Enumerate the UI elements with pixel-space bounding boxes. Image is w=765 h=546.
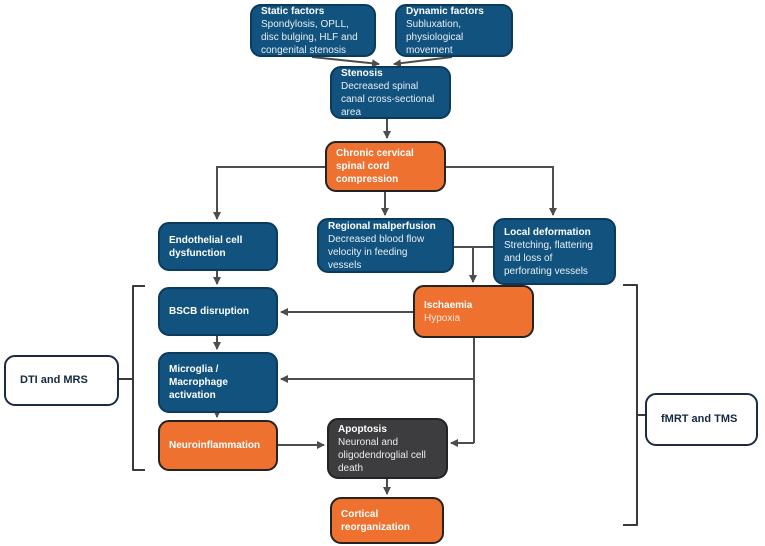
- node-title: Static factors: [261, 5, 325, 17]
- node-local-deformation: Local deformation Stretching, flattering…: [493, 218, 616, 285]
- node-title: Neuroinflammation: [169, 440, 261, 451]
- node-chronic-compression: Chronic cervical spinal cord compression: [325, 141, 446, 192]
- node-body: Subluxation, physiological movement: [406, 18, 464, 56]
- node-dti-mrs: DTI and MRS: [4, 355, 119, 406]
- node-title: Microglia / Macrophage activation: [169, 364, 228, 401]
- node-body: Decreased blood flow velocity in feeding…: [328, 233, 425, 271]
- node-fmrt-tms: fMRT and TMS: [645, 393, 758, 446]
- node-dynamic-factors: Dynamic factors Subluxation, physiologic…: [395, 4, 513, 57]
- node-static-factors: Static factors Spondylosis, OPLL, disc b…: [250, 4, 376, 57]
- node-title: Ischaemia: [424, 299, 473, 311]
- node-title: Dynamic factors: [406, 5, 484, 17]
- node-cortical-reorganization: Cortical reorganization: [330, 497, 444, 544]
- node-endothelial-dysfunction: Endothelial cell dysfunction: [158, 222, 278, 271]
- node-title: Cortical reorganization: [341, 508, 410, 533]
- node-ischaemia: Ischaemia Hypoxia: [413, 285, 534, 338]
- node-title: Regional malperfusion: [328, 220, 436, 232]
- node-body: Decreased spinal canal cross-sectional a…: [341, 80, 435, 118]
- node-regional-malperfusion: Regional malperfusion Decreased blood fl…: [317, 218, 454, 273]
- node-title: Stenosis: [341, 67, 383, 79]
- node-title: Chronic cervical spinal cord compression: [336, 148, 414, 185]
- node-body: Neuronal and oligodendroglial cell death: [338, 436, 426, 474]
- node-body: Spondylosis, OPLL, disc bulging, HLF and…: [261, 18, 358, 56]
- node-body: Hypoxia: [424, 312, 461, 324]
- node-neuroinflammation: Neuroinflammation: [158, 420, 278, 471]
- node-bscb-disruption: BSCB disruption: [158, 287, 278, 336]
- node-title: BSCB disruption: [169, 306, 249, 317]
- node-body: Stretching, flattering and loss of perfo…: [504, 239, 593, 277]
- node-title: Endothelial cell dysfunction: [169, 234, 243, 259]
- node-title: Local deformation: [504, 226, 591, 238]
- node-stenosis: Stenosis Decreased spinal canal cross-se…: [330, 66, 451, 119]
- node-title: fMRT and TMS: [661, 413, 738, 425]
- node-title: Apoptosis: [338, 423, 387, 435]
- node-microglia-activation: Microglia / Macrophage activation: [158, 352, 278, 413]
- node-title: DTI and MRS: [20, 374, 88, 386]
- node-apoptosis: Apoptosis Neuronal and oligodendroglial …: [327, 418, 448, 479]
